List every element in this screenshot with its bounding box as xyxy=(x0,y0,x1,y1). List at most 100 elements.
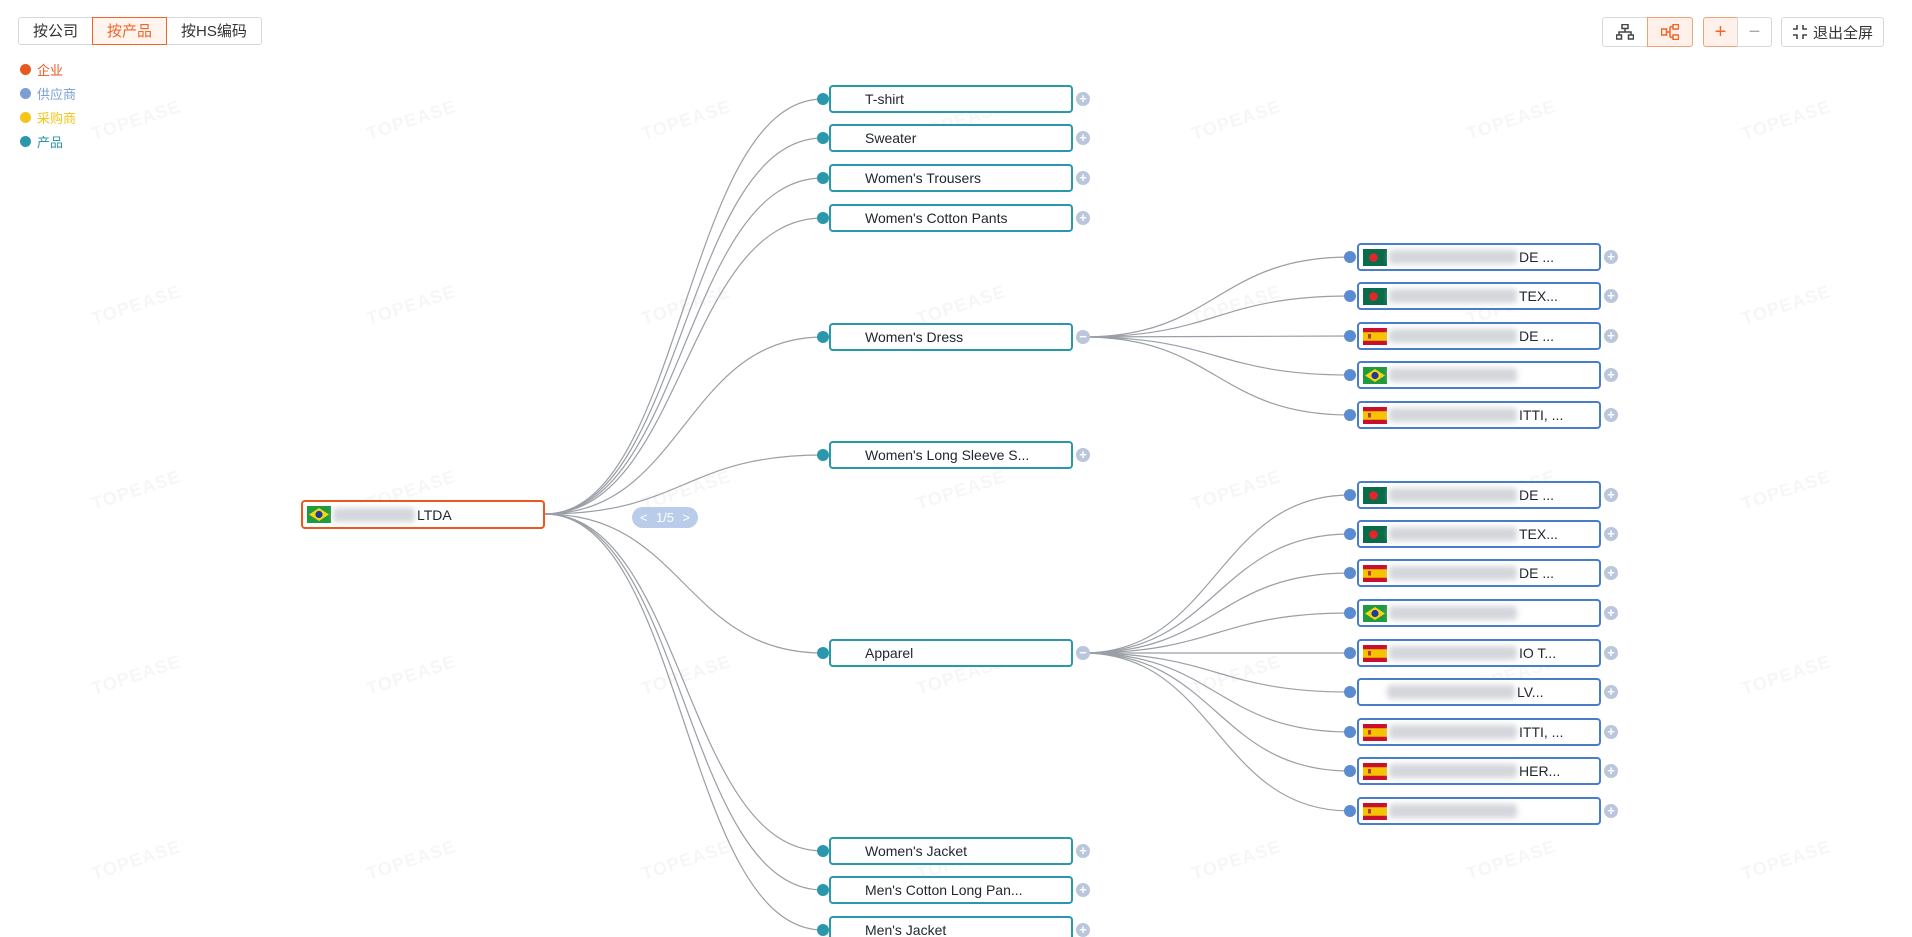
supplier-node[interactable] xyxy=(1357,797,1601,825)
spain-flag-icon xyxy=(1363,802,1387,820)
tab-by-company[interactable]: 按公司 xyxy=(18,17,94,45)
expand-button[interactable]: + xyxy=(1604,368,1618,382)
supplier-edge xyxy=(1082,494,1351,654)
expand-button[interactable]: + xyxy=(1604,685,1618,699)
prev-page-button[interactable]: < xyxy=(640,510,648,525)
expand-button[interactable]: + xyxy=(1604,527,1618,541)
exit-fullscreen-button[interactable]: 退出全屏 xyxy=(1780,17,1884,47)
brazil-flag-icon xyxy=(1363,366,1387,384)
product-edge xyxy=(544,177,824,515)
supplier-connector-dot xyxy=(1344,528,1356,540)
product-node[interactable]: Women's Trousers xyxy=(829,164,1073,192)
expand-button[interactable]: + xyxy=(1604,488,1618,502)
supplier-node[interactable]: HER... xyxy=(1357,757,1601,785)
expand-button[interactable]: + xyxy=(1604,764,1618,778)
product-node[interactable]: Women's Jacket xyxy=(829,837,1073,865)
supplier-node[interactable]: IO T... xyxy=(1357,639,1601,667)
product-node[interactable]: Sweater xyxy=(829,124,1073,152)
supplier-connector-dot xyxy=(1344,607,1356,619)
supplier-edge xyxy=(1082,572,1351,654)
supplier-node[interactable]: DE ... xyxy=(1357,481,1601,509)
brazil-flag-icon xyxy=(307,506,331,523)
expand-button[interactable]: + xyxy=(1604,566,1618,580)
collapse-button[interactable]: − xyxy=(1076,330,1090,344)
product-node[interactable]: Women's Cotton Pants xyxy=(829,204,1073,232)
next-page-button[interactable]: > xyxy=(682,510,690,525)
redacted-name xyxy=(1389,408,1517,422)
product-node[interactable]: Women's Dress xyxy=(829,323,1073,351)
supplier-node[interactable]: LV... xyxy=(1357,678,1601,706)
expand-button[interactable]: + xyxy=(1604,606,1618,620)
supplier-node[interactable]: ITTI, ... xyxy=(1357,718,1601,746)
expand-button[interactable]: + xyxy=(1076,171,1090,185)
product-edge xyxy=(544,336,824,515)
product-node[interactable]: Apparel xyxy=(829,639,1073,667)
product-node[interactable]: Men's Cotton Long Pan... xyxy=(829,876,1073,904)
spain-flag-icon xyxy=(1363,723,1387,741)
horizontal-layout-button[interactable] xyxy=(1646,17,1693,47)
product-connector-dot xyxy=(817,93,829,105)
supplier-edge xyxy=(1082,652,1351,733)
expand-button[interactable]: + xyxy=(1604,289,1618,303)
product-connector-dot xyxy=(817,132,829,144)
bangladesh-flag-icon xyxy=(1363,525,1387,543)
bangladesh-flag-icon xyxy=(1363,486,1387,504)
supplier-node[interactable]: ITTI, ... xyxy=(1357,401,1601,429)
expand-button[interactable]: + xyxy=(1604,329,1618,343)
redacted-name xyxy=(1389,289,1517,303)
supplier-edge xyxy=(1082,533,1351,654)
legend-label: 产品 xyxy=(37,134,64,150)
supplier-node[interactable] xyxy=(1357,361,1601,389)
expand-button[interactable]: + xyxy=(1604,250,1618,264)
collapse-button[interactable]: − xyxy=(1076,646,1090,660)
spain-flag-icon xyxy=(1363,762,1387,780)
expand-button[interactable]: + xyxy=(1604,646,1618,660)
product-node[interactable]: Women's Long Sleeve S... xyxy=(829,441,1073,469)
legend-label: 采购商 xyxy=(37,110,77,126)
expand-button[interactable]: + xyxy=(1076,92,1090,106)
tab-by-product[interactable]: 按产品 xyxy=(92,17,168,45)
expand-button[interactable]: + xyxy=(1604,408,1618,422)
supplier-node[interactable]: DE ... xyxy=(1357,322,1601,350)
expand-button[interactable]: + xyxy=(1076,844,1090,858)
product-connector-dot xyxy=(817,924,829,936)
expand-button[interactable]: + xyxy=(1604,804,1618,818)
supplier-edge xyxy=(1082,652,1351,772)
supplier-connector-dot xyxy=(1344,489,1356,501)
redacted-name xyxy=(1389,764,1517,778)
expand-button[interactable]: + xyxy=(1076,923,1090,937)
spain-flag-icon xyxy=(1363,564,1387,582)
supplier-suffix: IO T... xyxy=(1519,645,1557,661)
root-company-node[interactable]: LTDA xyxy=(301,500,545,529)
legend-item-buyer: 采购商 xyxy=(20,105,76,129)
product-label: Apparel xyxy=(865,645,914,661)
zoom-out-button[interactable]: − xyxy=(1736,17,1772,47)
vertical-layout-button[interactable] xyxy=(1601,17,1648,47)
supplier-node[interactable]: TEX... xyxy=(1357,282,1601,310)
horizontal-tree-icon xyxy=(1660,24,1679,40)
supplier-edge xyxy=(1082,256,1351,338)
supplier-node[interactable]: DE ... xyxy=(1357,243,1601,271)
zoom-in-button[interactable]: + xyxy=(1702,17,1738,47)
legend-item-supplier: 供应商 xyxy=(20,81,76,105)
supplier-node[interactable]: DE ... xyxy=(1357,559,1601,587)
redacted-name xyxy=(1389,725,1517,739)
supplier-suffix: DE ... xyxy=(1519,249,1555,265)
expand-button[interactable]: + xyxy=(1076,448,1090,462)
expand-button[interactable]: + xyxy=(1076,883,1090,897)
supplier-node[interactable]: TEX... xyxy=(1357,520,1601,548)
product-node[interactable]: Men's Jacket xyxy=(829,916,1073,937)
expand-button[interactable]: + xyxy=(1604,725,1618,739)
tab-by-hs-code[interactable]: 按HS编码 xyxy=(166,17,262,45)
redacted-name xyxy=(1389,566,1517,580)
supplier-node[interactable] xyxy=(1357,599,1601,627)
root-company-suffix: LTDA xyxy=(417,506,452,523)
product-node[interactable]: T-shirt xyxy=(829,85,1073,113)
bangladesh-flag-icon xyxy=(1363,287,1387,305)
expand-button[interactable]: + xyxy=(1076,211,1090,225)
zoom-group: + − xyxy=(1702,17,1772,47)
expand-button[interactable]: + xyxy=(1076,131,1090,145)
product-label: Women's Dress xyxy=(865,329,964,345)
supplier-connector-dot xyxy=(1344,726,1356,738)
